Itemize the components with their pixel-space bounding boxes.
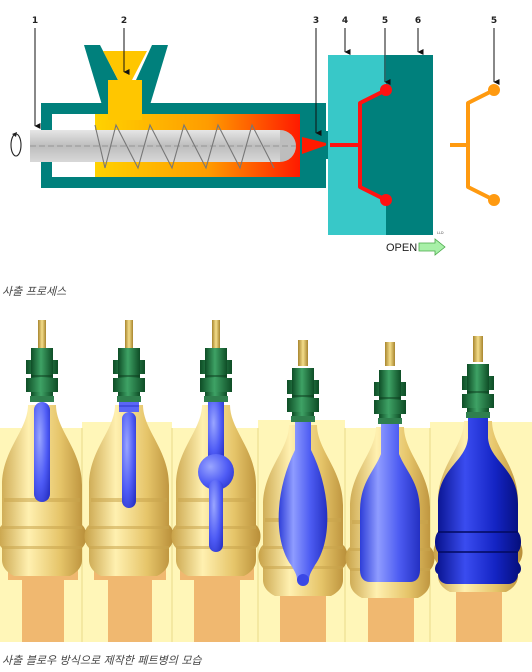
injection-process-diagram: 1 2 3 4 5 6 5 LLD OPEN	[0, 0, 532, 280]
label-6: 6	[415, 16, 421, 26]
ejected-part	[450, 86, 498, 204]
caption-injection: 사출 프로세스	[2, 283, 66, 299]
screw	[30, 125, 296, 168]
label-3: 3	[313, 16, 319, 26]
label-4: 4	[342, 16, 348, 26]
label-5-ejected: 5	[491, 16, 497, 26]
caption-blow-molding: 사출 블로우 방식으로 제작한 페트병의 모습	[2, 652, 202, 668]
open-label: OPEN	[386, 242, 417, 254]
blow-molding-diagram	[0, 310, 532, 645]
label-5: 5	[382, 16, 388, 26]
open-arrow-icon	[419, 239, 445, 255]
rotation-arrow-icon	[11, 132, 21, 156]
small-mark: LLD	[437, 231, 444, 235]
label-2: 2	[121, 16, 127, 26]
mold-moving-half	[386, 55, 433, 235]
label-1: 1	[32, 16, 38, 26]
